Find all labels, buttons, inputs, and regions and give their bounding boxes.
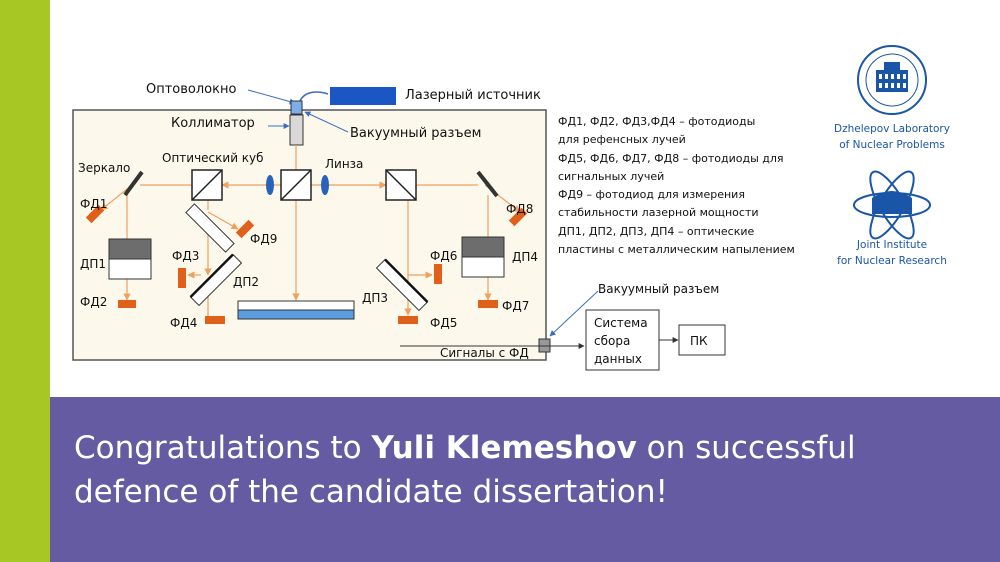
dp3-label: ДП3 [362,291,388,305]
optical-cube-left [191,169,223,201]
vacuum-chamber [72,109,547,361]
photodiode-fd3 [178,268,186,288]
optical-fiber [299,91,329,102]
plate-dp3 [375,258,429,312]
daq-label-line2: сбора [594,334,630,348]
collimator-label: Коллиматор [171,116,255,131]
dlnp-caption-line1: Dzhelepov Laboratory [834,123,950,135]
photodiode-fd9 [235,219,255,239]
fd6-label: ФД6 [430,249,457,263]
banner-text-before: Congratulations to [74,430,372,466]
dlnp-caption: Dzhelepov Laboratory of Nuclear Problems [828,121,956,153]
collimator [289,114,304,146]
dlnp-caption-line2: of Nuclear Problems [839,139,945,151]
daq-label-line1: Система [594,316,648,330]
fd9-label: ФД9 [250,232,277,246]
lens-label: Линза [325,157,363,171]
diagram-legend: ФД1, ФД2, ФД3,ФД4 – фотодиоды для рефенс… [558,113,828,259]
optical-cube-right [385,169,417,201]
daq-box [585,309,660,371]
vacuum-port-right-label: Вакуумный разъем [598,282,719,296]
dp4-label: ДП4 [512,250,538,264]
banner-text-after: on successful defence of the candidate d… [74,430,856,510]
laser-source [330,87,396,105]
plate-dp2 [189,253,243,307]
legend-line: ФД1, ФД2, ФД3,ФД4 – фотодиоды [558,115,756,128]
dp1-label: ДП1 [80,257,106,271]
fd1-label: ФД1 [80,197,107,211]
dp2-label: ДП2 [233,275,259,289]
fd3-label: ФД3 [172,249,199,263]
fd4-label: ФД4 [170,316,197,330]
plate-fd9-splitter [185,203,235,253]
pc-label: ПК [690,334,708,348]
fd5-label: ФД5 [430,316,457,330]
optical-cube-label: Оптический куб [162,151,264,165]
banner-text: Congratulations to Yuli Klemeshov on suc… [74,426,954,514]
dlnp-logo [857,45,927,115]
legend-line: пластины с металлическим напылением [558,243,795,257]
legend-line: ФД9 – фотодиод для измерения [558,188,745,202]
legend-line: сигнальных лучей [558,169,665,183]
photodiodes [85,204,528,324]
photodiode-fd8 [508,207,528,227]
jinr-caption-line1: Joint Institute [856,239,928,251]
optical-setup-diagram: Лазерный источник Оптоволокно Коллиматор… [72,45,931,371]
mirror-label: Зеркало [78,161,130,175]
plate-dp4 [461,236,505,278]
jinr-caption-line2: for Nuclear Research [837,255,947,267]
legend-line: для рефенсных лучей [558,133,686,147]
fiber-label: Оптоволокно [146,82,236,97]
pc-box [678,324,726,356]
lens-left [266,175,274,195]
plate-dp1 [108,238,152,280]
jinr-caption: Joint Institute for Nuclear Research [828,237,956,269]
optical-cube-center [280,169,312,201]
fd7-label: ФД7 [502,299,529,313]
vacuum-feedthrough [290,100,303,115]
laser-source-label: Лазерный источник [405,88,541,103]
legend-line: стабильности лазерной мощности [558,206,759,220]
lens-right [321,175,329,195]
daq-label-line3: данных [594,352,642,366]
signals-label: Сигналы с ФД [440,346,529,360]
left-accent-bar [0,0,50,562]
banner-name: Yuli Klemeshov [371,430,637,466]
vacuum-port-top-label: Вакуумный разъем [350,126,481,141]
mirror-right [476,170,499,198]
photodiode-fd6 [434,264,442,284]
legend-line: ДП1, ДП2, ДП3, ДП4 – оптические [558,224,755,238]
photodiode-fd7 [478,300,498,308]
laser-beams [100,145,521,318]
photodiode-fd4 [205,316,225,324]
target-plate [237,300,355,320]
legend-line: ФД5, ФД6, ФД7, ФД8 – фотодиоды для [558,151,784,165]
mirror-left [123,170,144,197]
photodiode-fd5 [398,316,418,324]
photodiode-fd2 [118,300,136,308]
congratulations-banner [50,397,1000,562]
fd2-label: ФД2 [80,295,107,309]
jinr-logo [853,170,931,240]
fd8-label: ФД8 [506,202,533,216]
photodiode-fd1 [85,204,105,224]
